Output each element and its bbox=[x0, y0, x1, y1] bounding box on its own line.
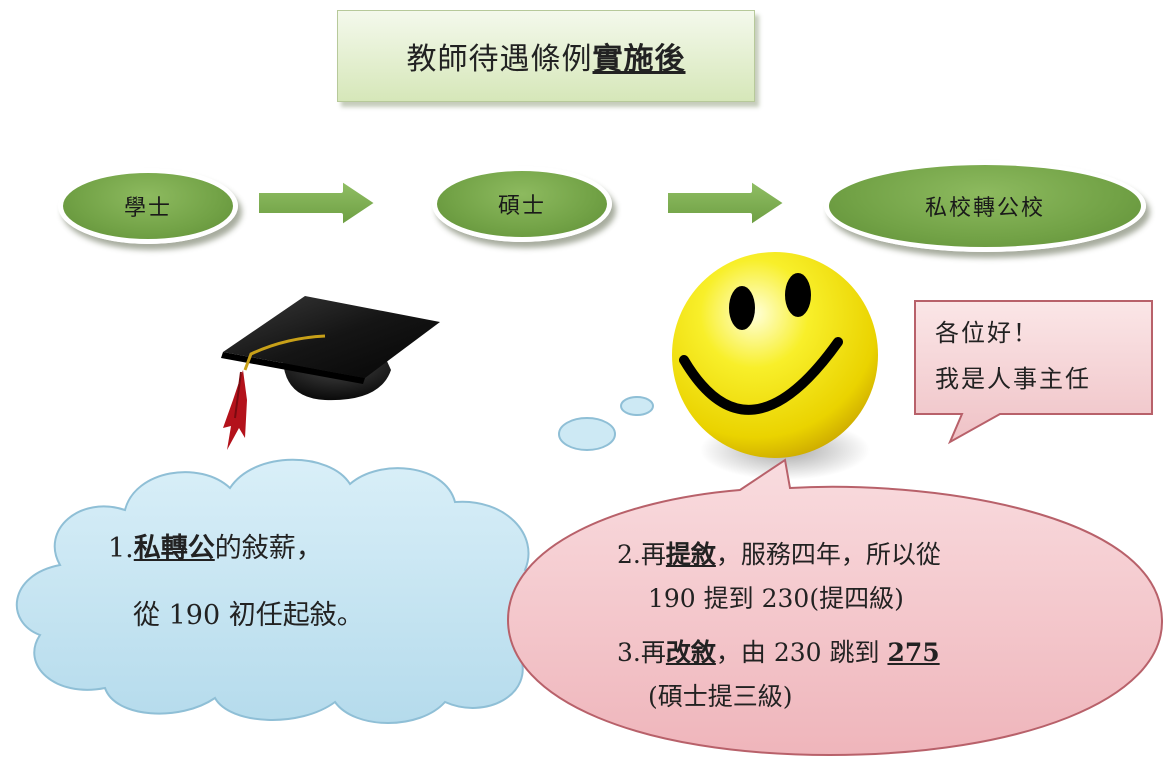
cloud-text: 的敍薪， bbox=[214, 533, 323, 564]
speech-callout bbox=[914, 300, 1153, 445]
bubble-text: ，由 230 跳到 bbox=[715, 638, 888, 667]
bubble-line-1: 2.再提敘，服務四年，所以從 bbox=[617, 542, 941, 567]
cloud-emphasis: 私轉公 bbox=[133, 533, 215, 564]
item-number: 2. bbox=[617, 540, 641, 569]
bubble-text: 再 bbox=[640, 638, 666, 667]
flow-step-bachelor: 學士 bbox=[58, 168, 238, 244]
cloud-line-1: 1.私轉公的敍薪， bbox=[108, 535, 323, 562]
flow-arrow-icon bbox=[255, 177, 379, 229]
speech-line-2: 我是人事主任 bbox=[935, 365, 1091, 393]
speech-line-1: 各位好！ bbox=[935, 319, 1039, 347]
bubble-text: ，服務四年，所以從 bbox=[715, 540, 941, 569]
cloud-line-2: 從 190 初任起敍。 bbox=[133, 600, 364, 631]
item-number: 1. bbox=[108, 533, 134, 564]
item-number: 3. bbox=[617, 638, 641, 667]
graduation-cap-icon bbox=[221, 296, 440, 450]
thought-cloud bbox=[15, 458, 554, 724]
bubble-line-2: 190 提到 230(提四級) bbox=[648, 584, 904, 613]
flow-arrow-icon bbox=[664, 177, 788, 229]
title-emphasis: 實施後 bbox=[592, 42, 686, 77]
flow-step-private-to-public: 私校轉公校 bbox=[824, 160, 1146, 252]
smiley-face-icon bbox=[672, 252, 878, 480]
bubble-line-4: (碩士提三級) bbox=[648, 682, 793, 711]
bubble-emphasis: 提敘 bbox=[665, 540, 716, 569]
speech-bubble bbox=[506, 458, 1164, 757]
flow-step-label: 學士 bbox=[123, 196, 172, 221]
flow-step-master: 碩士 bbox=[432, 166, 612, 242]
flow-step-label: 私校轉公校 bbox=[924, 196, 1045, 221]
bubble-value: 275 bbox=[887, 638, 940, 667]
title-box: 教師待遇條例實施後 bbox=[337, 10, 755, 102]
bubble-emphasis: 改敘 bbox=[665, 638, 716, 667]
title-prefix: 教師待遇條例 bbox=[406, 42, 593, 77]
bubble-text: 再 bbox=[640, 540, 666, 569]
flow-step-label: 碩士 bbox=[497, 194, 546, 219]
thought-dots bbox=[558, 396, 654, 451]
bubble-line-3: 3.再改敘，由 230 跳到 275 bbox=[617, 640, 940, 665]
